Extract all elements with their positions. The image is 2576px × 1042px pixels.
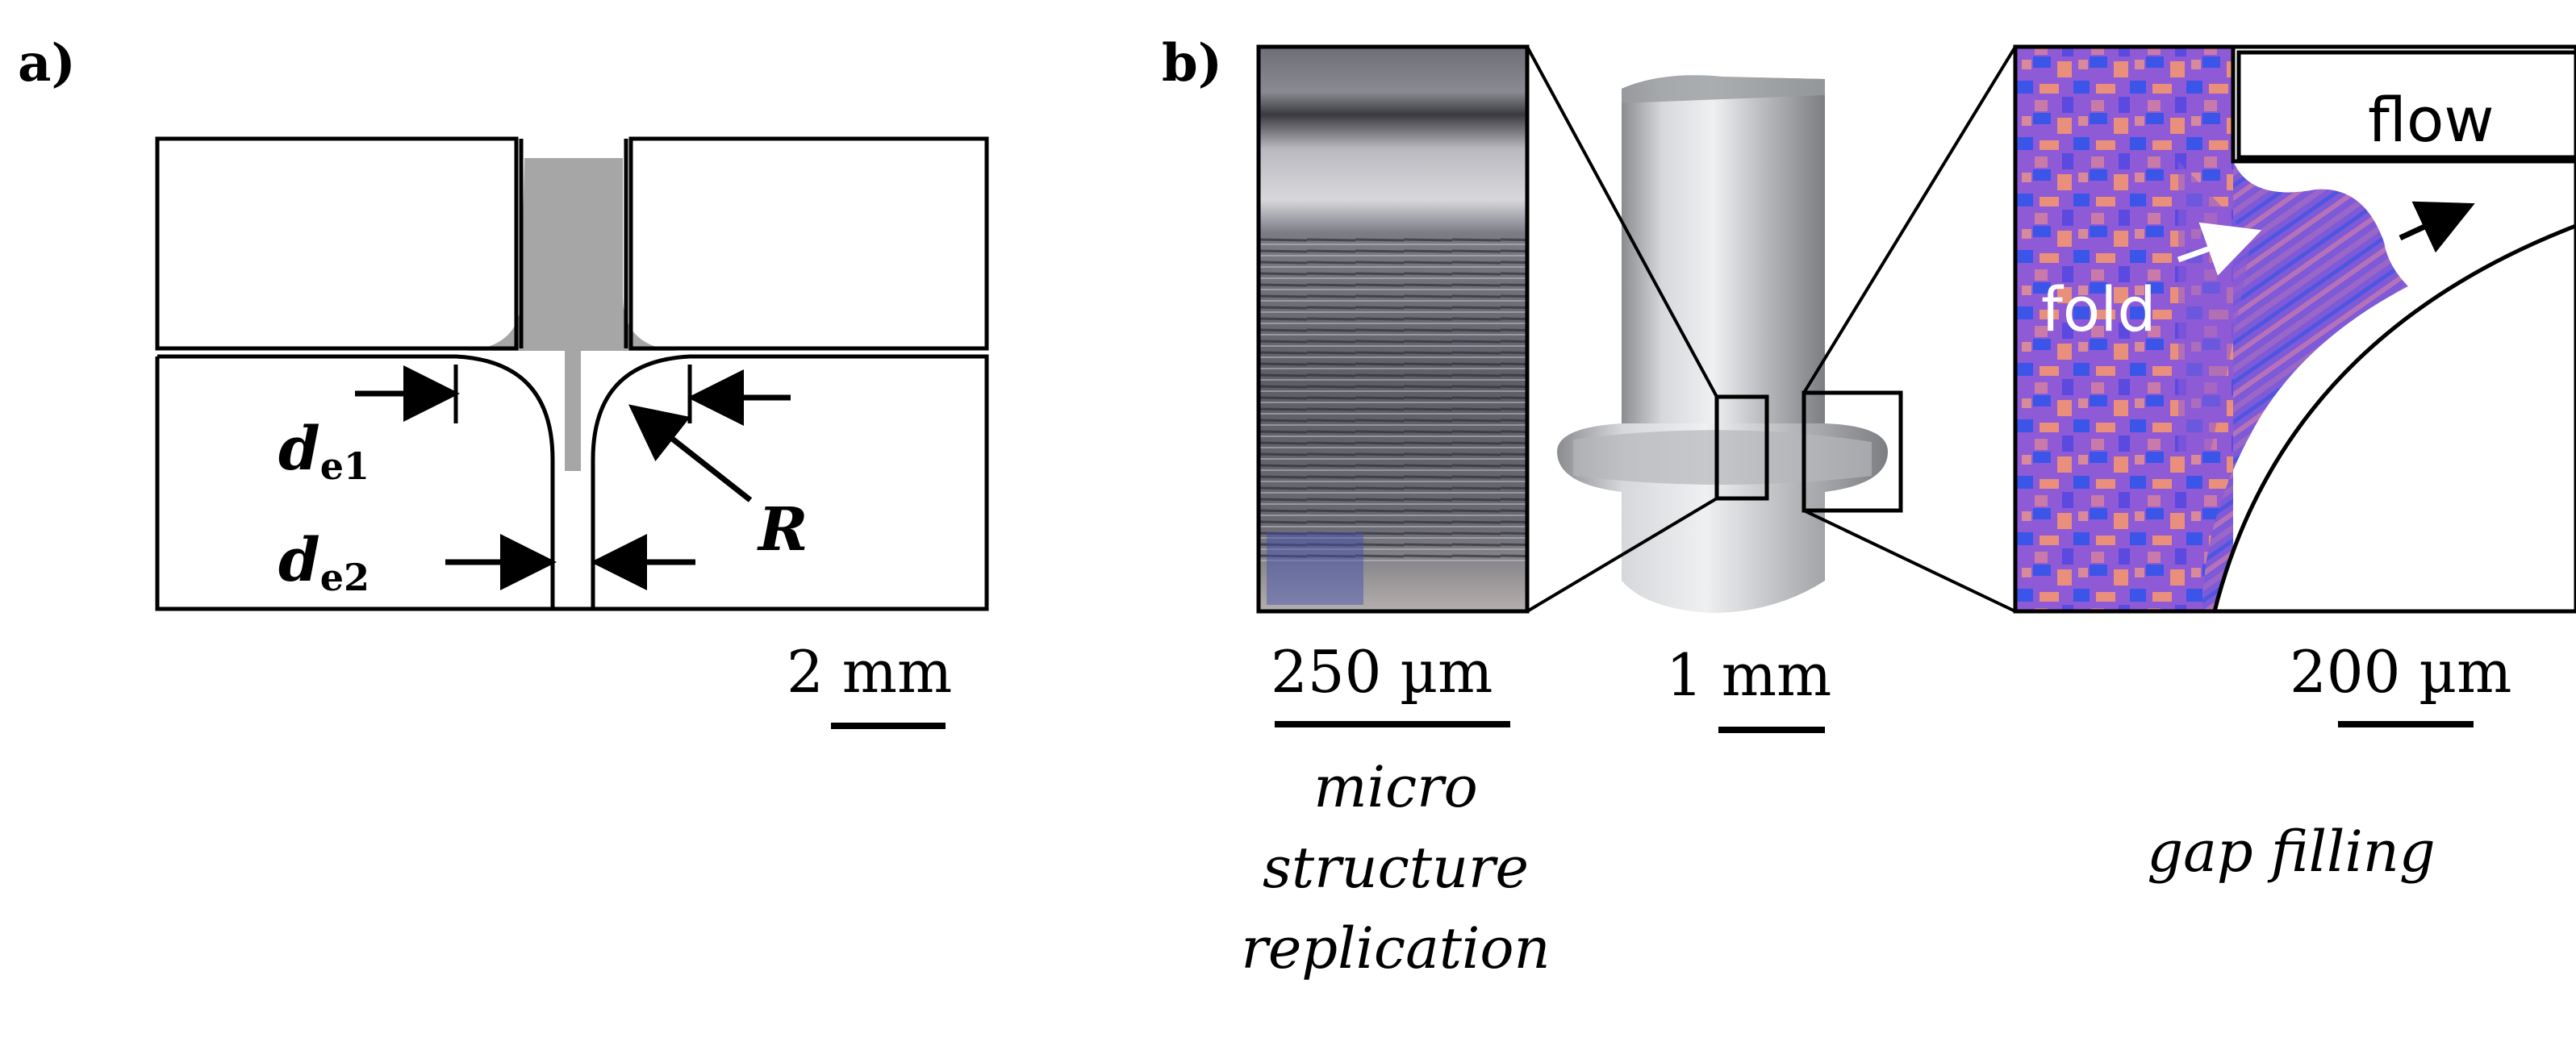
connector-right-bottom xyxy=(1803,509,2016,613)
panel-a-label: a) xyxy=(18,33,76,94)
pin-photograph xyxy=(1557,75,1903,613)
connector-left-bottom xyxy=(1526,497,1718,613)
panel-a: a) de1 de2 R 2 mm xyxy=(18,33,989,729)
left-caption-line-3: replication xyxy=(1241,915,1550,982)
fold-arrow xyxy=(2177,222,2262,276)
die-edge-curve xyxy=(2212,223,2576,612)
radius-label: R xyxy=(757,495,808,565)
right-scale-text: 200 µm xyxy=(2290,638,2511,706)
upper-die-right xyxy=(628,136,989,351)
flow-label: flow xyxy=(2368,84,2495,156)
center-scale-text: 1 mm xyxy=(1666,641,1831,709)
die-edge-upper xyxy=(2231,47,2576,164)
radius-arrow xyxy=(628,404,753,502)
de2-label: de2 xyxy=(278,526,369,599)
left-caption-line-1: micro xyxy=(1313,754,1478,820)
upper-die-left xyxy=(155,136,519,351)
left-caption-line-2: structure xyxy=(1263,835,1529,901)
right-caption: gap filling xyxy=(2147,819,2435,885)
pin-zoom-box-right xyxy=(1802,390,1903,513)
pin-zoom-box-left xyxy=(1714,394,1769,501)
panel-a-scale-text: 2 mm xyxy=(787,638,952,706)
de1-label: de1 xyxy=(278,415,369,488)
connector-right-top xyxy=(1802,45,2017,394)
panel-b: b) xyxy=(1162,33,2576,982)
microstructure-image xyxy=(1256,44,1530,614)
flow-label-box xyxy=(2236,50,2576,160)
left-scale-text: 250 µm xyxy=(1271,638,1493,706)
billet-shape xyxy=(466,158,678,471)
lower-die-outline xyxy=(155,354,989,611)
fold-label: fold xyxy=(2041,273,2156,345)
flow-arrow xyxy=(2399,201,2475,253)
connector-left-top xyxy=(1526,46,1718,398)
ebsd-image: flow fold xyxy=(2013,44,2576,614)
panel-b-label: b) xyxy=(1162,33,1222,94)
